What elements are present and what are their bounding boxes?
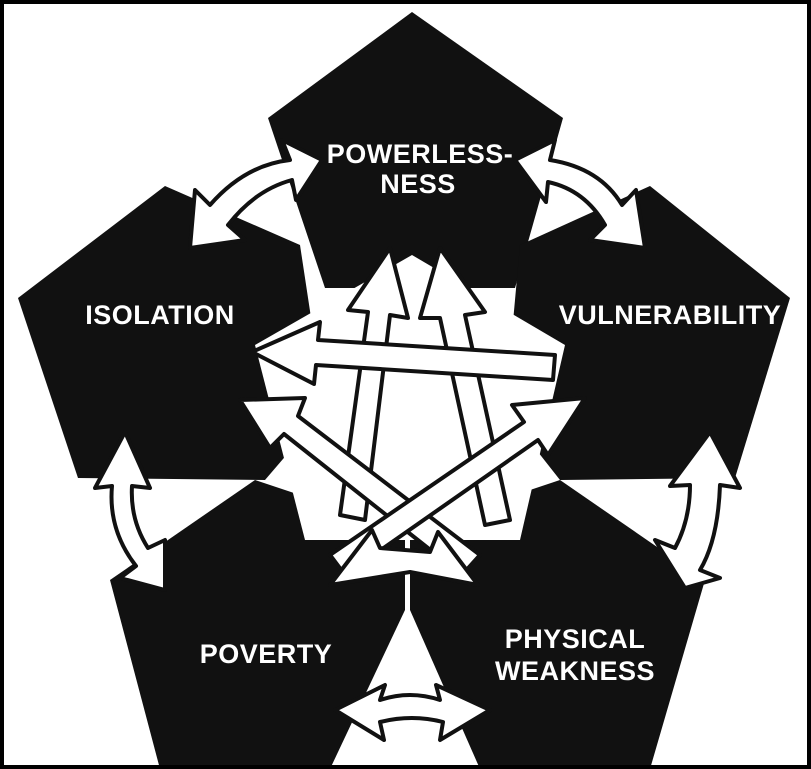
sector-powerlessness <box>268 12 563 288</box>
label-powerlessness-line2: NESS <box>380 169 456 199</box>
interlaced-arrows <box>238 246 587 587</box>
center-arrow-1 <box>338 246 410 522</box>
label-powerlessness-line1: POWERLESS- <box>327 139 514 169</box>
label-physical-weakness-line1: PHYSICAL <box>505 624 646 654</box>
arrow-vulnerability-physical-weakness[interactable] <box>653 430 742 590</box>
center-arrow-5 <box>328 396 587 577</box>
arrow-poverty-physical-weakness[interactable] <box>333 683 492 742</box>
label-physical-weakness-line2: WEAKNESS <box>495 656 655 686</box>
arrow-powerlessness-vulnerability[interactable] <box>513 138 647 250</box>
center-arrow-3 <box>250 320 557 386</box>
arrow-isolation-powerlessness[interactable] <box>188 138 324 250</box>
center-arrow-6 <box>328 528 480 587</box>
label-vulnerability: VULNERABILITY <box>559 300 782 330</box>
label-isolation: ISOLATION <box>85 300 235 330</box>
arrow-isolation-poverty[interactable] <box>93 430 167 592</box>
label-poverty: POVERTY <box>200 639 333 669</box>
center-arrow-4 <box>238 396 482 577</box>
sector-physical-weakness <box>410 480 705 769</box>
